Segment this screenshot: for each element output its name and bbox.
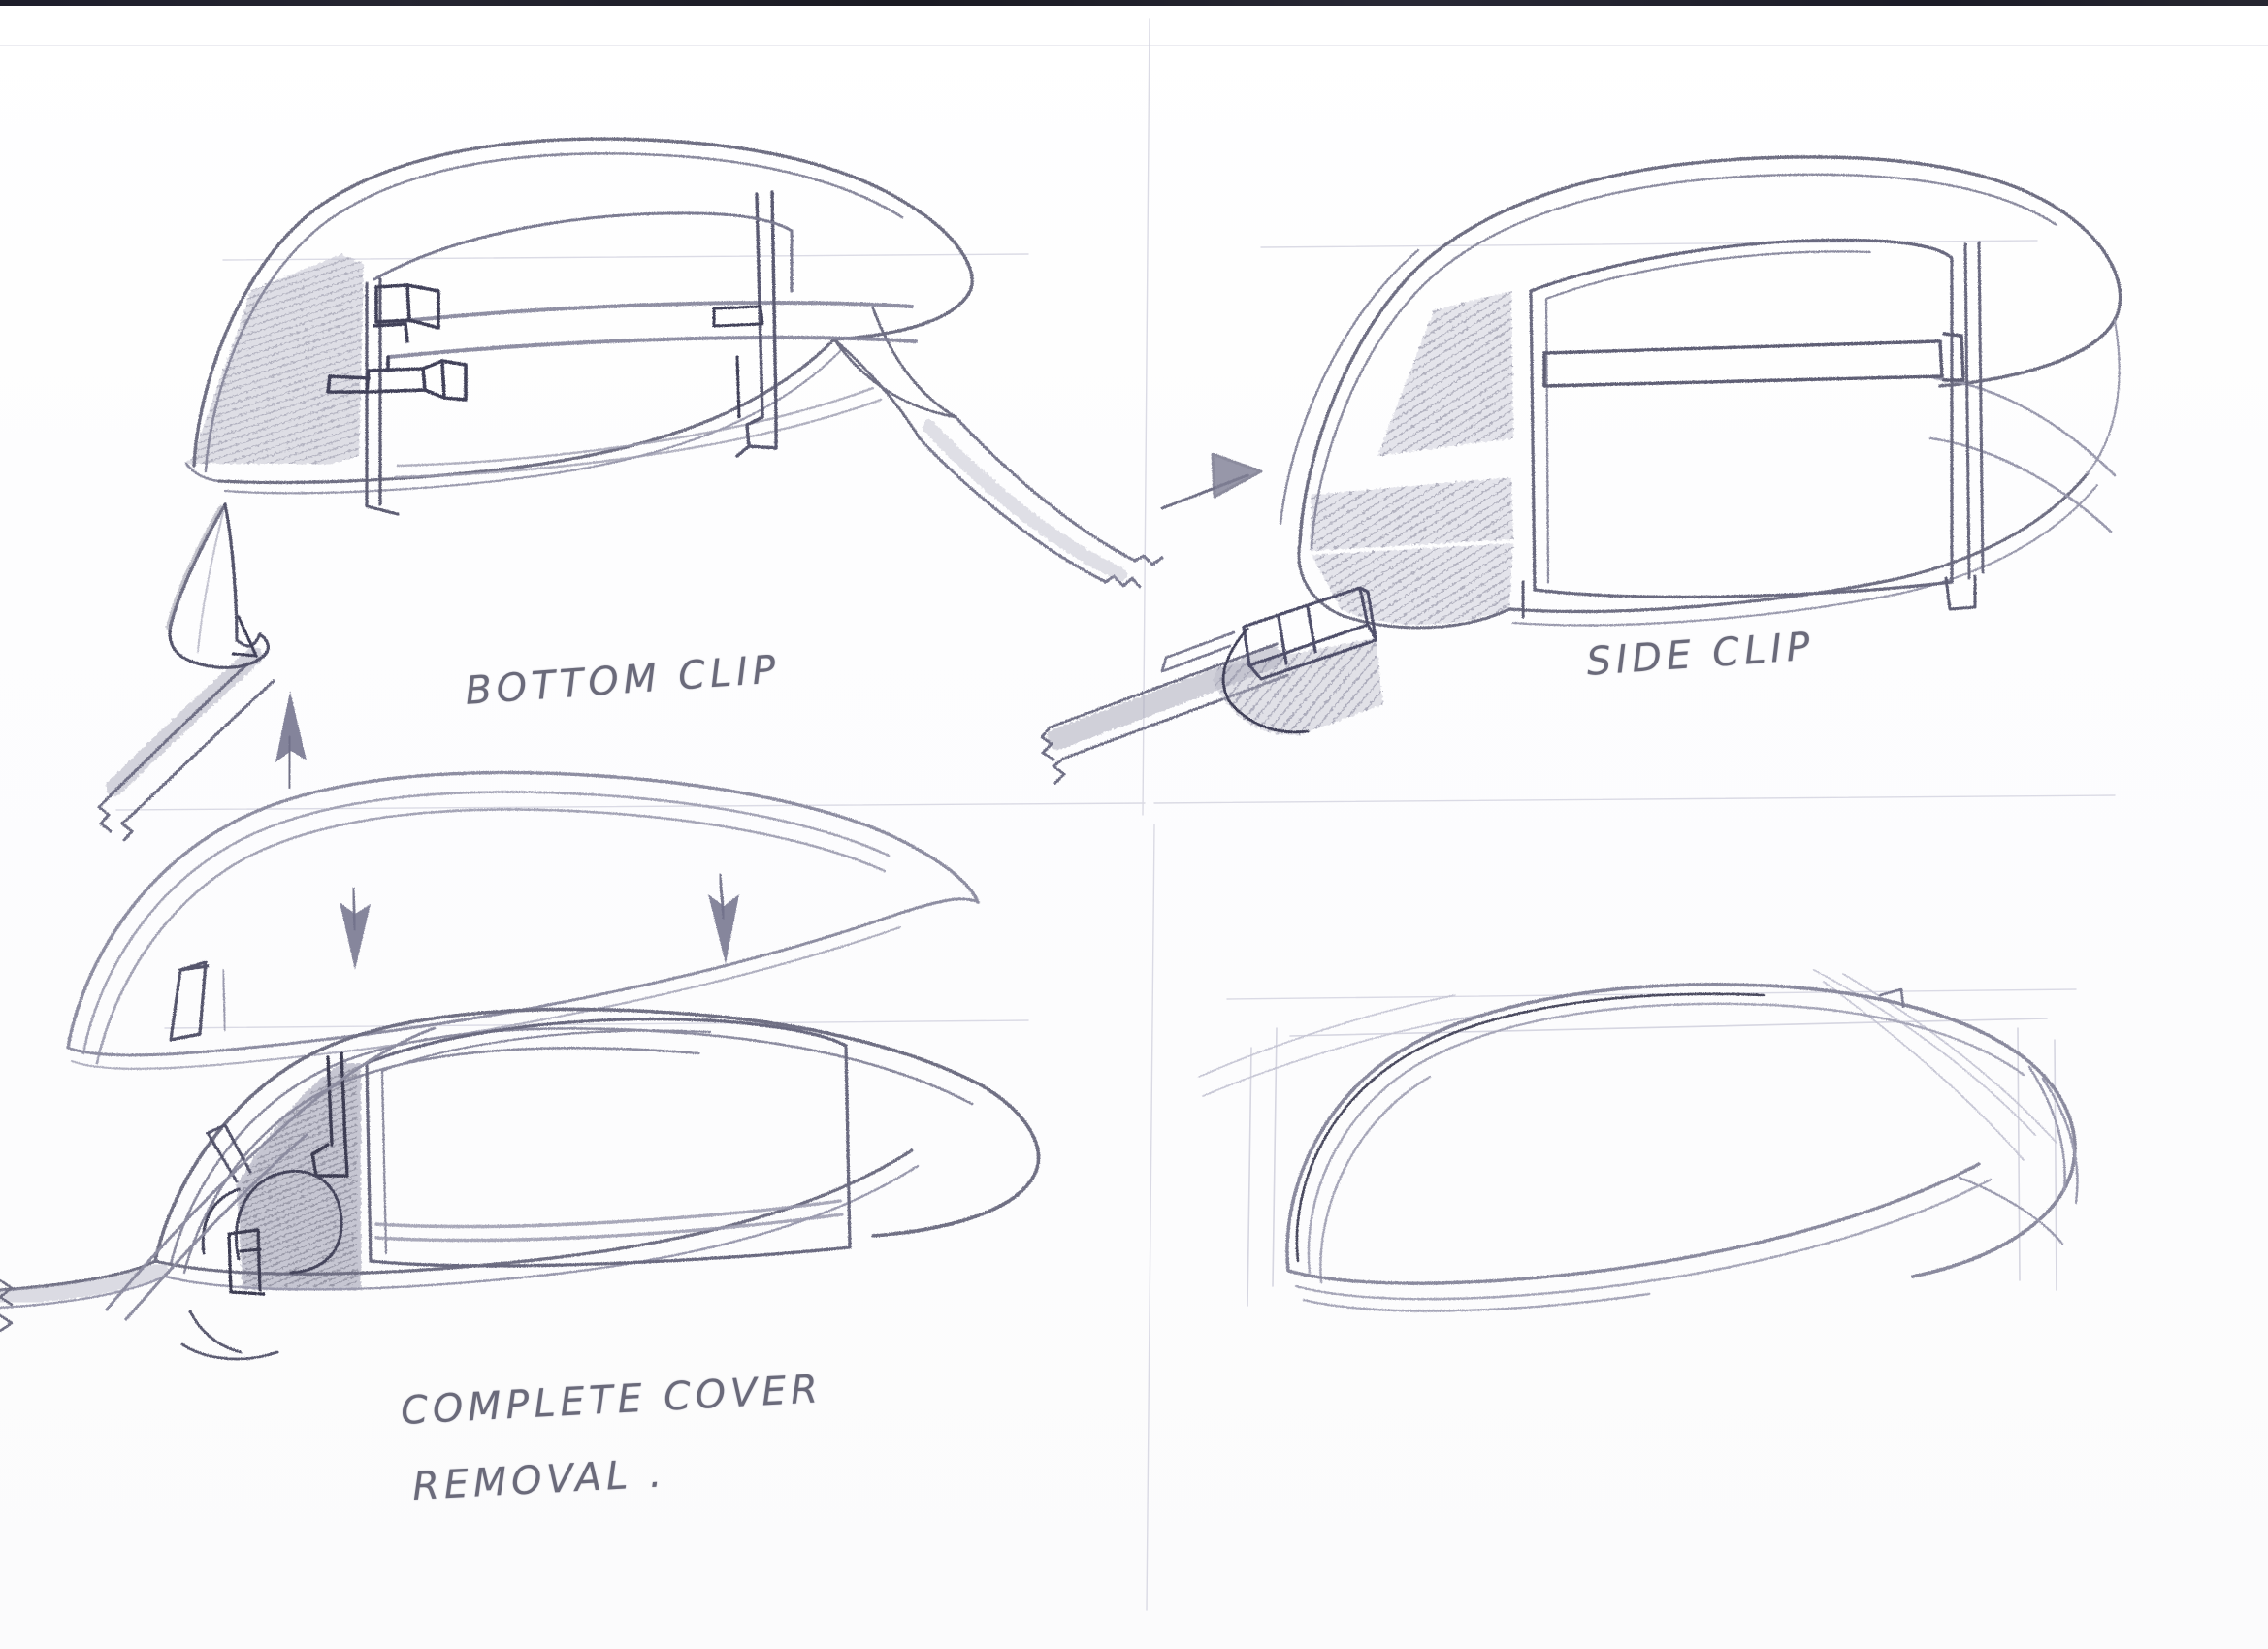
- scan-seam-line: [0, 45, 2268, 46]
- paper-background: [0, 6, 2268, 1649]
- scanner-edge-artifact: [0, 0, 2268, 6]
